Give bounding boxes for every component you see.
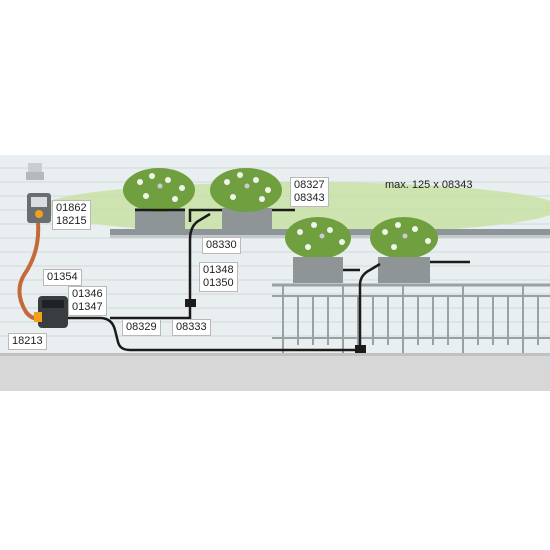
t-piece-label: 08333 — [172, 319, 211, 336]
t-piece-connector — [185, 299, 196, 307]
planter-box-icon — [293, 257, 430, 283]
top-tee-label: 08330 — [202, 237, 241, 254]
pressure-reducer-icon — [34, 296, 68, 328]
water-timer-icon — [27, 193, 51, 223]
drippers-label: 08327 08343 — [290, 177, 329, 207]
railing-icon — [272, 283, 550, 360]
planter-box-icon — [135, 208, 272, 230]
tap-connector-label: 18213 — [8, 333, 47, 350]
code-01348: 01348 — [203, 264, 234, 276]
code-01347: 01347 — [72, 301, 103, 313]
code-01350: 01350 — [203, 277, 234, 289]
flowers-icon — [123, 168, 438, 259]
pressure-reducer-codes: 01346 01347 — [68, 286, 107, 316]
code-08343: 08343 — [294, 192, 325, 204]
timer-label: 01862 18215 — [52, 200, 91, 230]
floor — [0, 353, 550, 391]
code-08327: 08327 — [294, 179, 325, 191]
code-01346: 01346 — [72, 288, 103, 300]
irrigation-pipes — [65, 208, 470, 352]
max-note: max. 125 x 08343 — [385, 179, 473, 191]
riser-label: 01348 01350 — [199, 262, 238, 292]
tap-icon — [26, 163, 44, 180]
pressure-reducer-label: 01354 — [40, 268, 85, 287]
pipe-label: 08329 — [122, 319, 161, 336]
timer-code-18215: 18215 — [56, 215, 87, 227]
code-01354: 01354 — [43, 269, 82, 286]
bottom-t-piece — [355, 345, 366, 353]
timer-code-01862: 01862 — [56, 202, 87, 214]
garden-hose — [17, 222, 41, 321]
